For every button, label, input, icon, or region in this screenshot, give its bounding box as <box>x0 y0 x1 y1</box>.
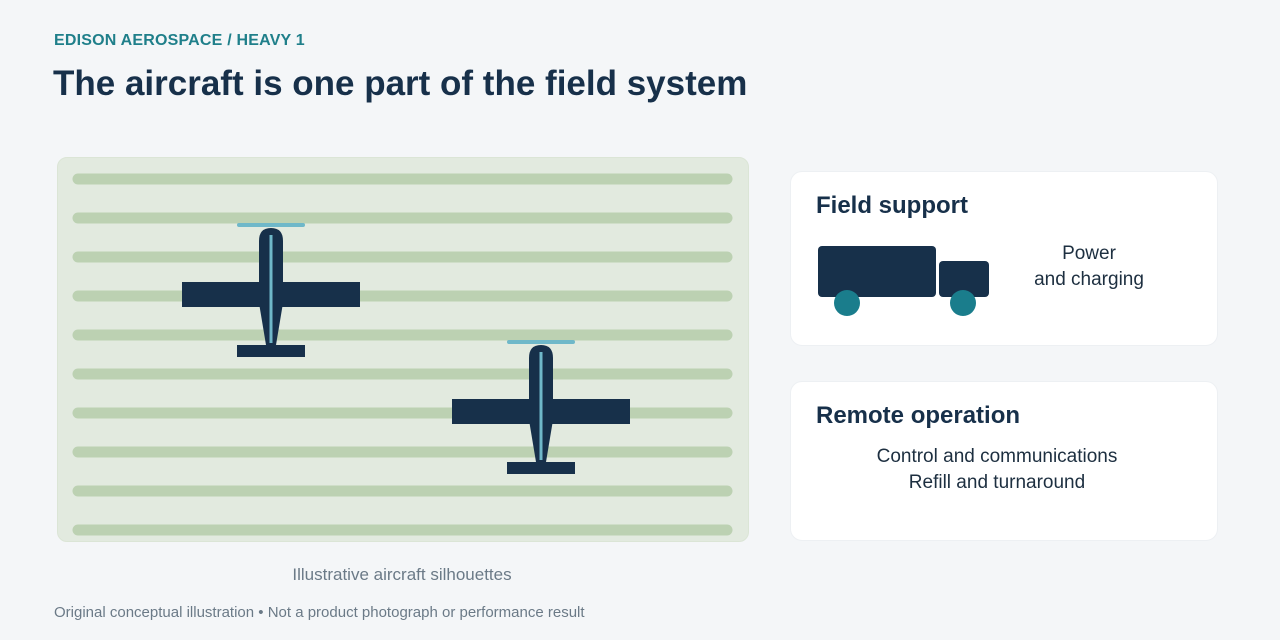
propeller <box>237 223 305 227</box>
crop-rows <box>72 173 733 536</box>
tail-wing <box>507 462 575 474</box>
illustration-caption: Illustrative aircraft silhouettes <box>292 565 512 584</box>
field-support-description: Power and charging <box>1011 241 1167 293</box>
field-illustration-svg <box>72 173 733 536</box>
fuselage-stripe <box>539 352 543 460</box>
field-illustration <box>57 157 749 542</box>
remote-operation-card: Remote operation Control and communicati… <box>790 381 1218 541</box>
propeller <box>507 340 575 344</box>
kicker-label: EDISON AEROSPACE / HEAVY 1 <box>54 32 305 49</box>
remote-operation-title: Remote operation <box>816 402 1021 429</box>
tail-wing <box>237 345 305 357</box>
aircraft-silhouette-2 <box>452 340 630 474</box>
page-title: The aircraft is one part of the field sy… <box>53 64 748 103</box>
remote-operation-line: Refill and turnaround <box>908 472 1086 493</box>
truck-icon <box>818 246 989 316</box>
remote-operation-line: Control and communications <box>876 446 1118 467</box>
field-support-line: Power <box>1062 243 1116 264</box>
field-support-title: Field support <box>816 192 968 219</box>
fuselage-stripe <box>269 235 273 343</box>
footnote: Original conceptual illustration • Not a… <box>54 604 585 621</box>
aircraft-silhouette-1 <box>182 223 360 357</box>
field-support-card: Field support Power and charging <box>790 171 1218 346</box>
field-support-line: and charging <box>1034 269 1144 290</box>
remote-operation-description: Control and communications Refill and tu… <box>791 444 1203 496</box>
